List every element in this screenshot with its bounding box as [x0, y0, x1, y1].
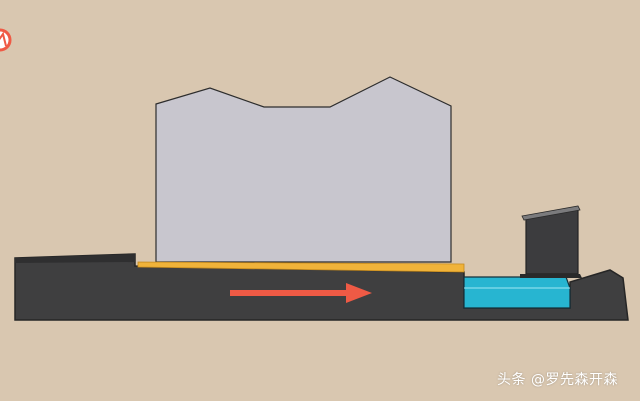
foundation-layer — [137, 261, 465, 273]
ground-top-edge — [15, 254, 135, 263]
right-arrow-icon — [230, 283, 372, 303]
building — [155, 76, 452, 263]
water-pit — [463, 276, 571, 309]
logo-icon — [0, 28, 12, 52]
retaining-wall — [520, 205, 582, 278]
watermark: 头条 @罗先森开森 — [497, 372, 618, 388]
